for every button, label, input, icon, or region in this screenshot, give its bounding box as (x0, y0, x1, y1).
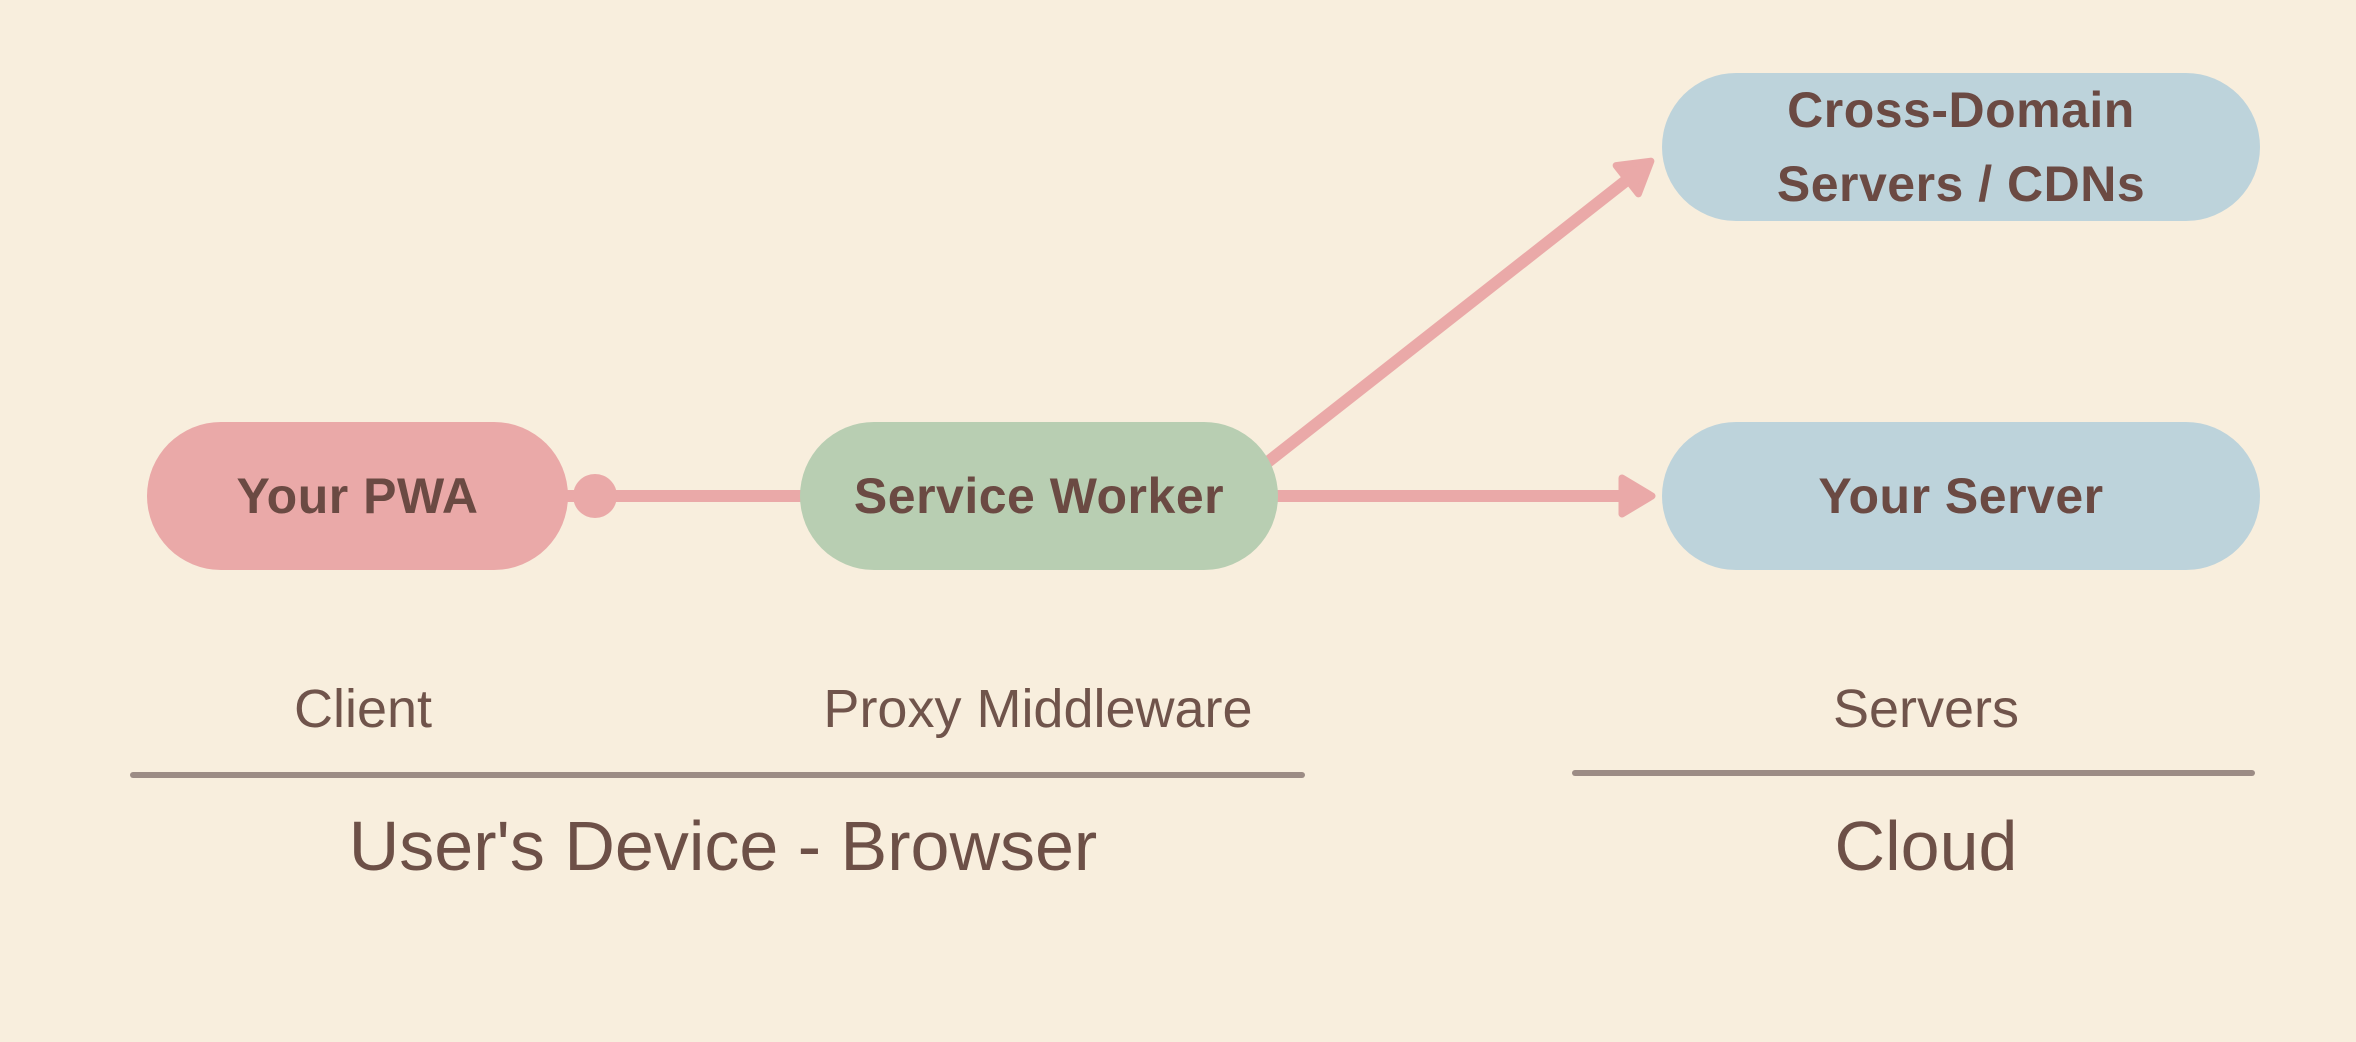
node-cross-domain-label-line2: Servers / CDNs (1776, 156, 2146, 212)
divider-cloud (1572, 770, 2255, 776)
node-cross-domain-servers: Cross-Domain Servers / CDNs (1662, 73, 2260, 221)
node-service-worker-label: Service Worker (853, 468, 1225, 524)
node-your-server-label: Your Server (1818, 468, 2104, 524)
group-label-cloud: Cloud (1834, 807, 2018, 885)
section-label-client: Client (293, 679, 433, 739)
divider-users-device (130, 772, 1305, 778)
node-service-worker: Service Worker (800, 422, 1278, 570)
node-your-server: Your Server (1662, 422, 2260, 570)
node-cross-domain-label-line1: Cross-Domain (1787, 82, 2135, 138)
section-label-proxy-middleware: Proxy Middleware (823, 679, 1253, 739)
node-your-pwa: Your PWA (147, 422, 568, 570)
connector-service-worker-to-cross-domain (1246, 157, 1655, 481)
connector-dot-icon (573, 474, 617, 518)
section-label-servers: Servers (1832, 679, 2020, 739)
group-label-users-device: User's Device - Browser (348, 807, 1098, 885)
node-your-pwa-label: Your PWA (236, 468, 479, 524)
